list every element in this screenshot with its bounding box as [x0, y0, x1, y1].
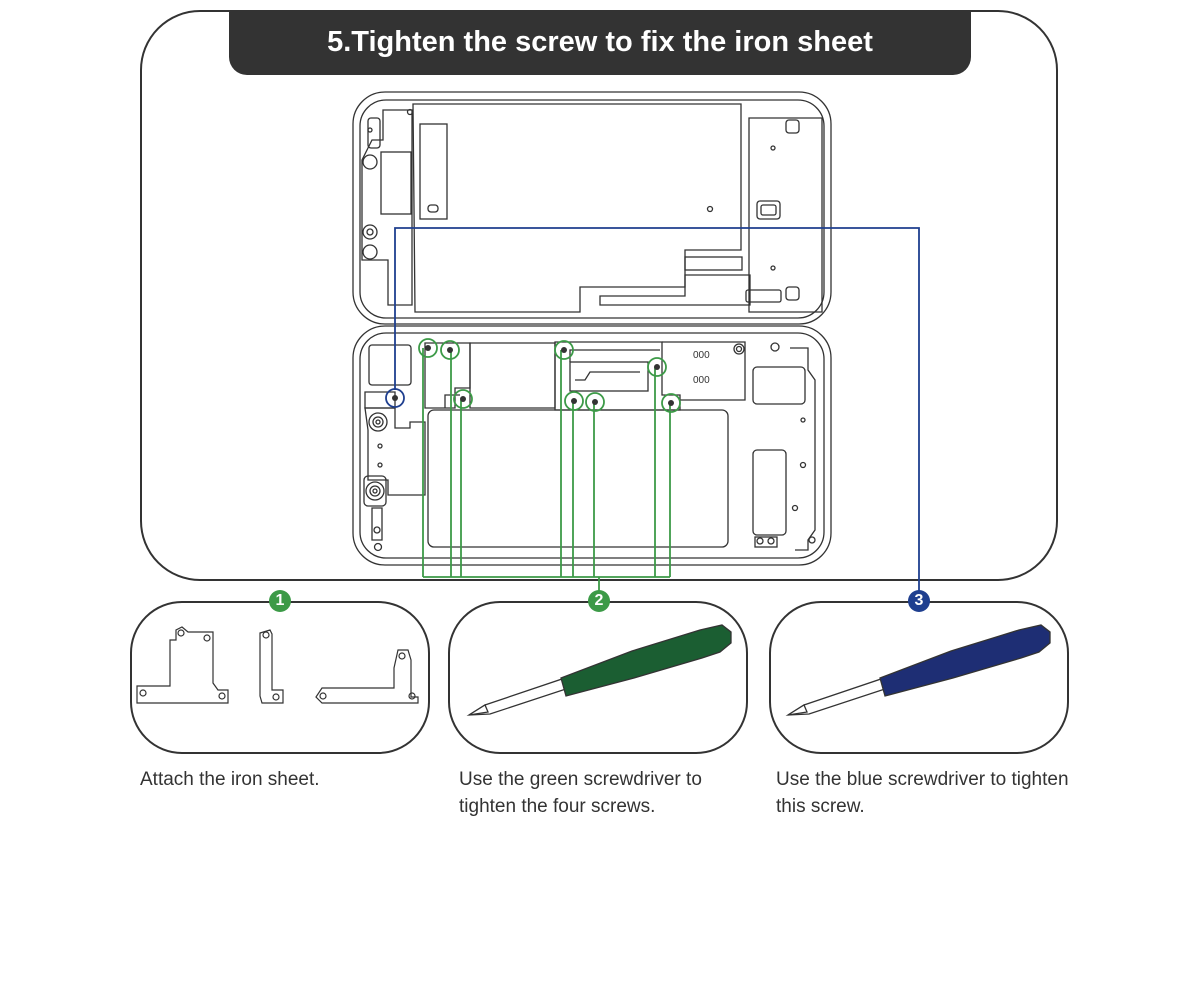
green-screw-leaders [422, 348, 671, 591]
green-screw-markers [418, 338, 681, 413]
screw-marker [585, 392, 605, 412]
step-card-green [448, 601, 748, 754]
step-badge-3: 3 [908, 590, 930, 612]
blue-screw-marker [385, 388, 405, 408]
step-caption-3: Use the blue screwdriver to tighten this… [776, 769, 1069, 817]
sim-label-bottom: 000 [693, 375, 710, 386]
sim-label-top: 000 [693, 350, 710, 361]
step-title-text: 5.Tighten the screw to fix the iron shee… [327, 26, 873, 58]
screw-marker [554, 340, 574, 360]
step-card-attach [130, 601, 430, 754]
blue-screw-leader [385, 227, 920, 591]
step-caption-2: Use the green screwdriver to tighten the… [459, 769, 702, 817]
step-card-blue [769, 601, 1069, 754]
screw-marker [418, 338, 438, 358]
screw-heads [392, 345, 674, 406]
step-badge-2: 2 [588, 590, 610, 612]
screw-marker [564, 391, 584, 411]
step-caption-1: Attach the iron sheet. [140, 769, 320, 790]
diagram-panel [140, 10, 1058, 581]
screw-marker [661, 393, 681, 413]
screw-marker [453, 389, 473, 409]
step-title: 5.Tighten the screw to fix the iron shee… [229, 10, 971, 75]
screw-marker [647, 357, 667, 377]
step-badge-1: 1 [269, 590, 291, 612]
upper-frame [352, 91, 832, 325]
lower-frame [352, 325, 832, 566]
sim-tray-labels: 000 000 [693, 350, 710, 386]
screw-marker [440, 340, 460, 360]
